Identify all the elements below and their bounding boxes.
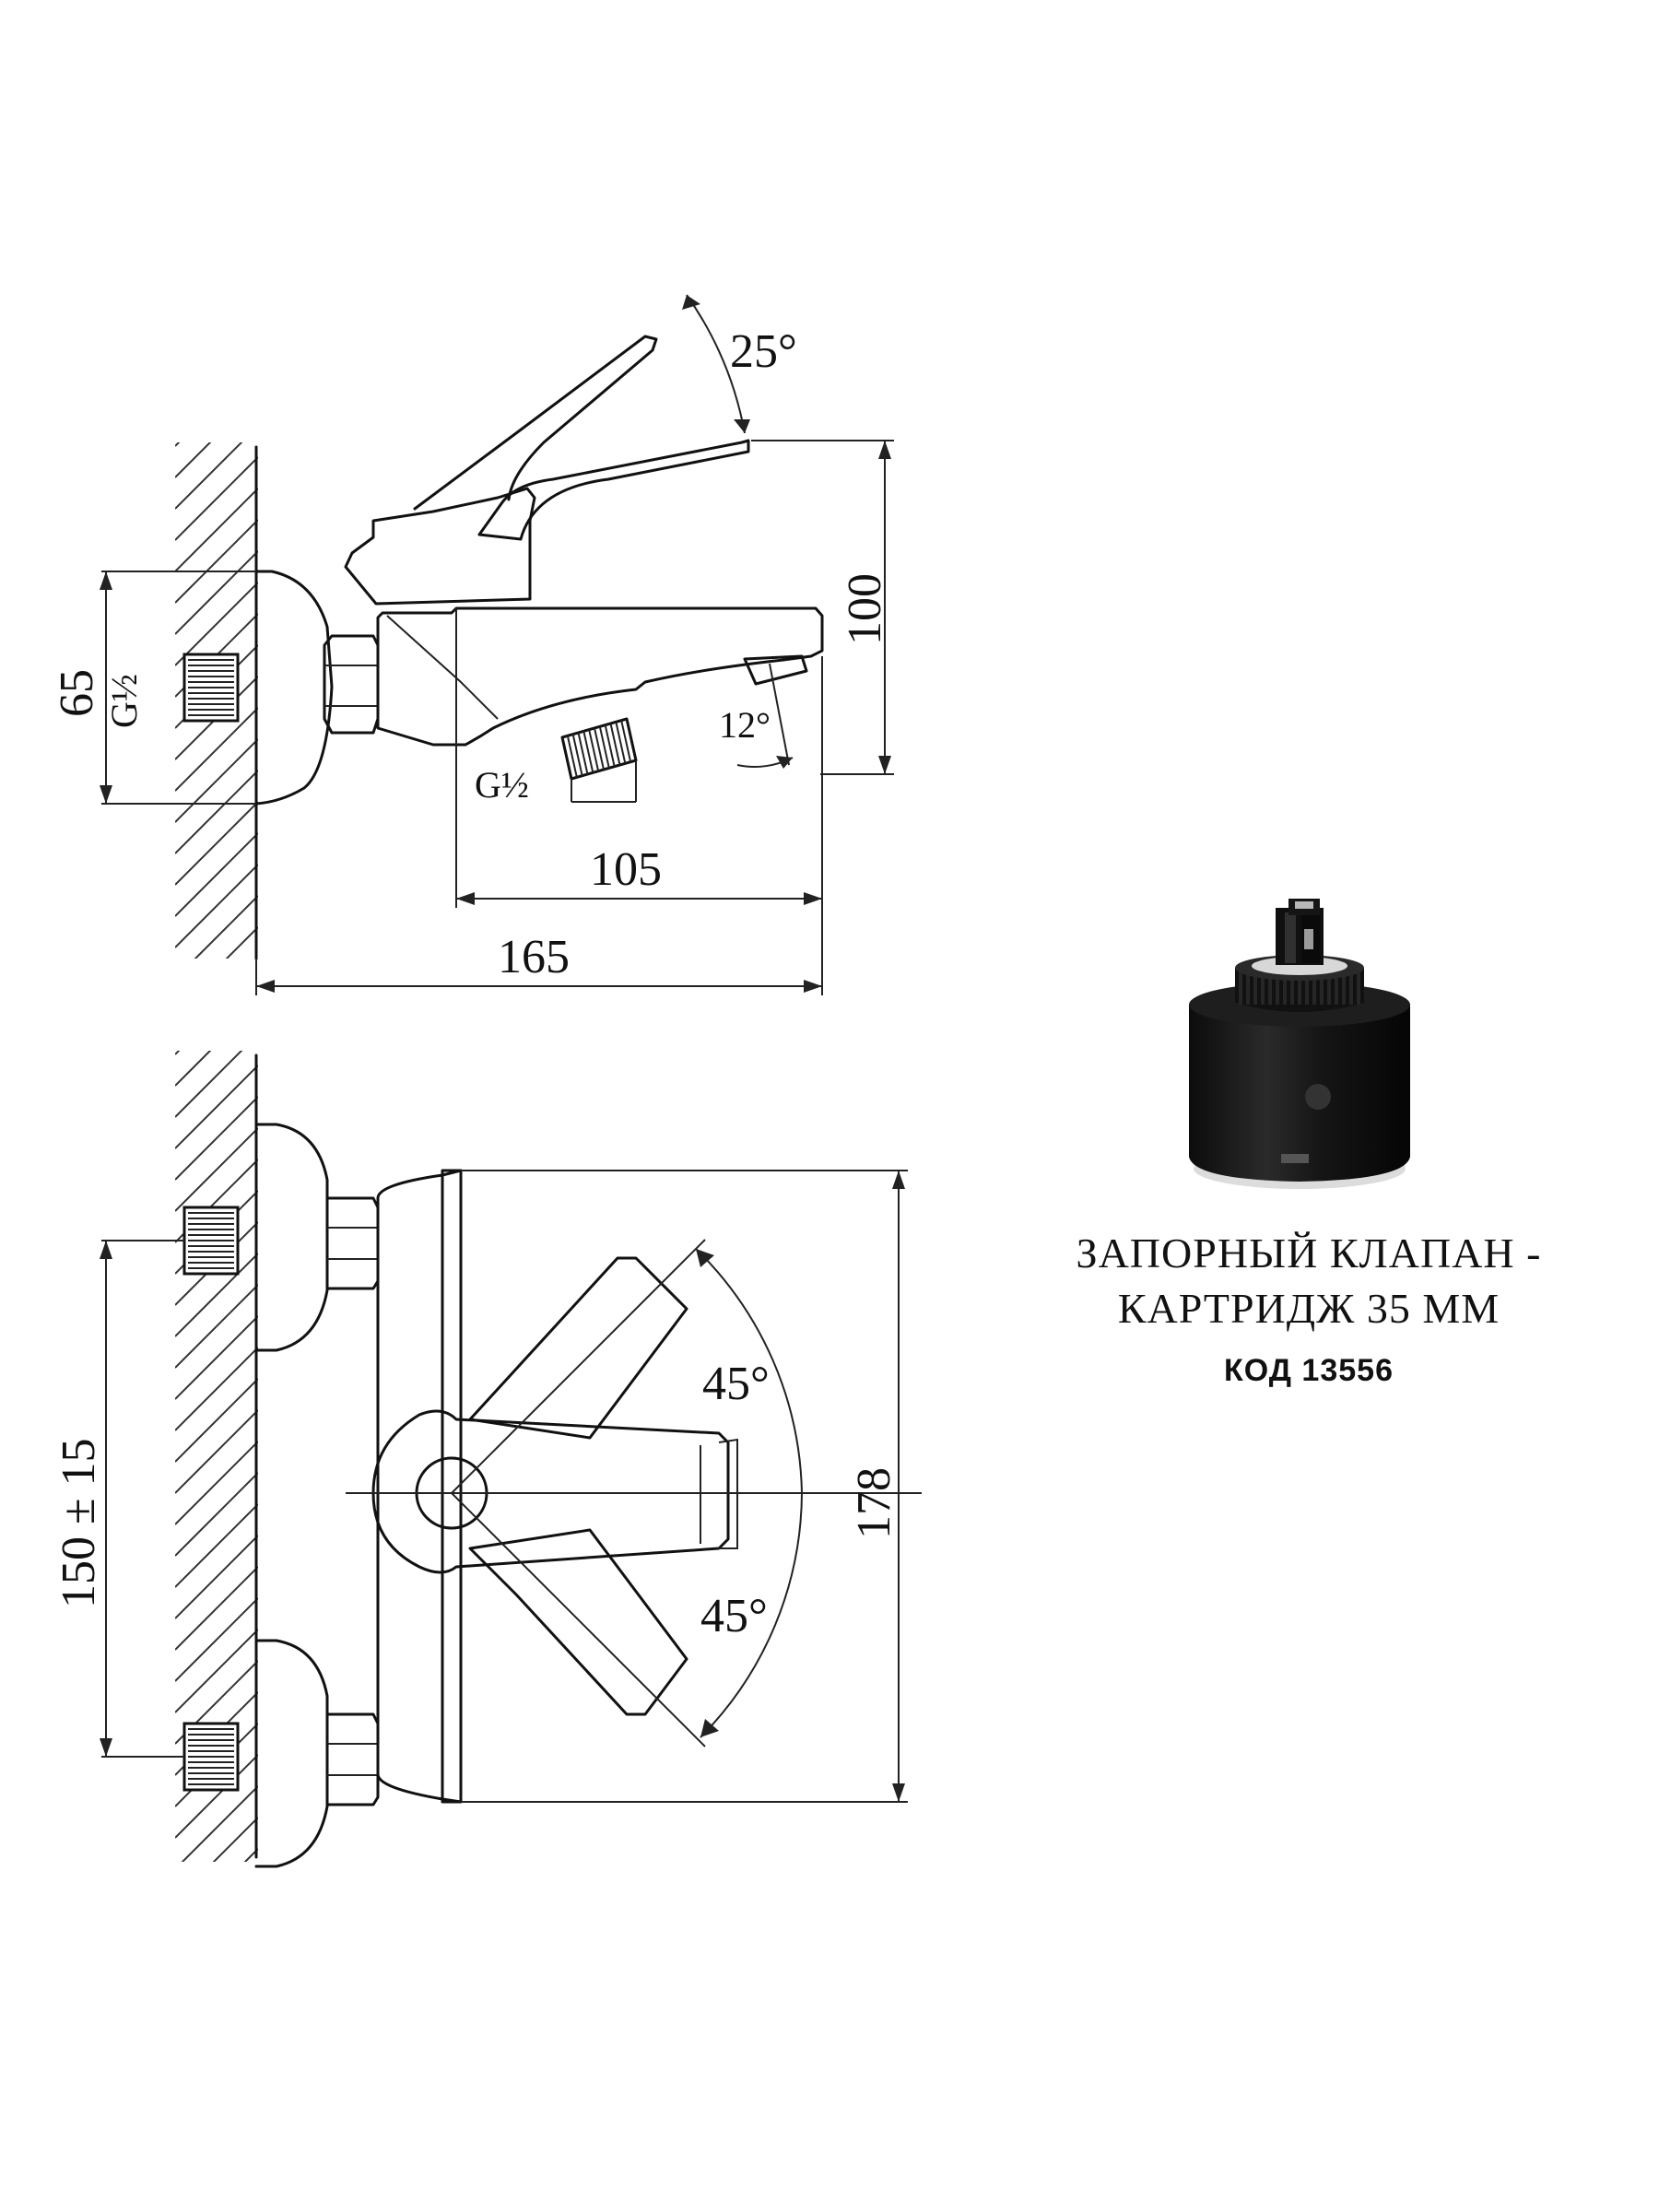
- escutcheon-front-upper: [254, 1123, 329, 1352]
- lever-base-side: [344, 487, 536, 606]
- lever-angle-label: 25°: [730, 325, 797, 378]
- centers-label: 150 ± 15: [53, 1438, 105, 1608]
- cartridge-title-line1: ЗАПОРНЫЙ КЛАПАН -: [1076, 1230, 1542, 1277]
- mixer-body-side: [376, 606, 824, 747]
- outlet-thread-side: [560, 717, 638, 781]
- height-label: 100: [839, 573, 891, 645]
- front-view: 45° 45° 178 150 ± 15: [53, 1051, 922, 1868]
- side-view: 25° 100 65 G½ 12° G½ 105: [51, 294, 894, 995]
- lever-handle-upper: [413, 335, 658, 511]
- inlet-thread-label: G½: [103, 674, 145, 728]
- mixer-body-plate: [441, 1169, 463, 1804]
- lever-base-front: [371, 1409, 730, 1574]
- cartridge-code: КОД 13556: [1224, 1353, 1394, 1388]
- inlet-height-label: 65: [51, 669, 103, 717]
- cartridge-title-line2: КАРТРИДЖ 35 ММ: [1117, 1285, 1500, 1332]
- inlet-thread-front-upper: [182, 1206, 240, 1276]
- lever-front-down: [468, 1528, 688, 1716]
- depth-label: 165: [498, 931, 570, 983]
- escutcheon-front-lower: [254, 1639, 329, 1868]
- spout-angle-label: 12°: [719, 704, 771, 746]
- cartridge-image: [1189, 899, 1410, 1189]
- cartridge-title: ЗАПОРНЫЙ КЛАПАН - КАРТРИДЖ 35 ММ: [995, 1226, 1622, 1336]
- connector-nut-front-upper: [325, 1196, 380, 1290]
- angle-down-label: 45°: [700, 1590, 768, 1642]
- outlet-thread-label: G½: [475, 764, 529, 806]
- escutcheon-side: [254, 570, 334, 806]
- mixer-body-front: [376, 1169, 463, 1804]
- lever-handle-lower: [477, 439, 750, 541]
- inlet-thread-front-lower: [182, 1722, 240, 1792]
- inlet-thread-side: [182, 653, 240, 723]
- lever-front-up: [468, 1256, 688, 1440]
- wall-hatching-top: [175, 442, 258, 959]
- angle-up-label: 45°: [702, 1358, 770, 1410]
- width-label: 178: [848, 1467, 900, 1539]
- connector-nut-front-lower: [325, 1712, 380, 1806]
- aerator-side: [743, 654, 808, 686]
- reach-label: 105: [590, 843, 662, 896]
- connector-nut-side: [323, 634, 380, 735]
